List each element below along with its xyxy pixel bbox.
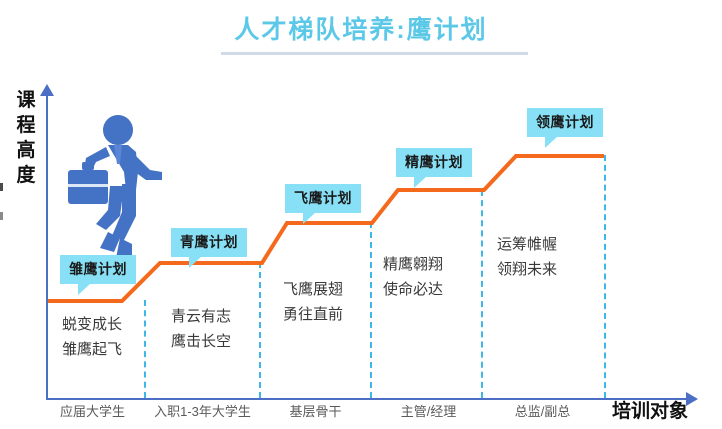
stage-desc-3-line1: 飞鹰展翅 [283,281,344,298]
title-underline [221,52,528,55]
stage-desc-3: 飞鹰展翅 勇往直前 [283,277,343,327]
stage-desc-1: 蜕变成长 雏鹰起飞 [62,312,122,362]
stage-desc-1-line2: 雏鹰起飞 [62,341,123,358]
y-axis-arrow-icon [40,84,54,96]
column-separator-5 [604,155,606,398]
edge-artifact-1 [0,183,3,191]
y-axis-label: 课 程 高 度 [12,88,40,188]
y-axis-line [46,92,48,400]
stage-desc-2-line2: 鹰击长空 [171,333,232,350]
column-separator-2 [259,262,261,398]
stage-badge-4-label: 精鹰计划 [405,154,463,170]
y-axis-label-char-1: 课 [16,90,36,111]
x-tick-3: 基层骨干 [289,404,342,419]
y-axis-label-char-4: 度 [16,165,36,186]
stage-desc-2-line1: 青云有志 [171,308,232,325]
x-tick-5: 总监/副总 [514,404,571,419]
badge-tail-5 [545,136,558,148]
stage-desc-4: 精鹰翱翔 使命必达 [383,252,443,302]
x-axis-arrow-icon [686,392,698,406]
stage-badge-5-label: 领鹰计划 [536,114,594,130]
stage-badge-4[interactable]: 精鹰计划 [396,148,472,188]
stage-badge-1-label: 雏鹰计划 [69,261,127,277]
stage-desc-5-line2: 领翔未来 [497,261,558,278]
stage-desc-5-line1: 运筹帷幄 [497,236,558,253]
businessman-climbing-icon [68,115,162,258]
column-separator-4 [481,190,483,398]
x-axis-label: 培训对象 [612,401,689,422]
page-title: 人才梯队培养:鹰计划 [234,16,488,44]
stage-badge-5[interactable]: 领鹰计划 [527,108,603,148]
column-separator-1 [144,300,146,398]
y-axis-label-char-3: 高 [16,140,36,161]
x-axis-line [46,398,691,400]
stage-badge-2-label: 青鹰计划 [180,234,238,250]
badge-tail-3 [303,212,316,224]
stage-desc-2: 青云有志 鹰击长空 [171,304,231,354]
x-tick-1: 应届大学生 [59,404,125,419]
stage-desc-4-line2: 使命必达 [383,281,444,298]
stage-badge-2[interactable]: 青鹰计划 [171,228,247,268]
stage-desc-5: 运筹帷幄 领翔未来 [497,232,557,282]
x-tick-2: 入职1-3年大学生 [154,404,251,419]
stage-desc-4-line1: 精鹰翱翔 [383,256,444,273]
y-axis-label-char-2: 程 [16,115,36,136]
column-separator-3 [370,222,372,398]
stage-badge-1[interactable]: 雏鹰计划 [60,255,136,295]
stage-desc-1-line1: 蜕变成长 [62,316,123,333]
badge-tail-2 [189,256,202,268]
badge-tail-4 [414,176,427,188]
stage-badge-3[interactable]: 飞鹰计划 [285,184,361,224]
stage-badge-3-label: 飞鹰计划 [294,190,352,206]
edge-artifact-2 [0,212,3,220]
x-tick-4: 主管/经理 [400,404,457,419]
stage-desc-3-line2: 勇往直前 [283,306,344,323]
badge-tail-1 [78,283,91,295]
